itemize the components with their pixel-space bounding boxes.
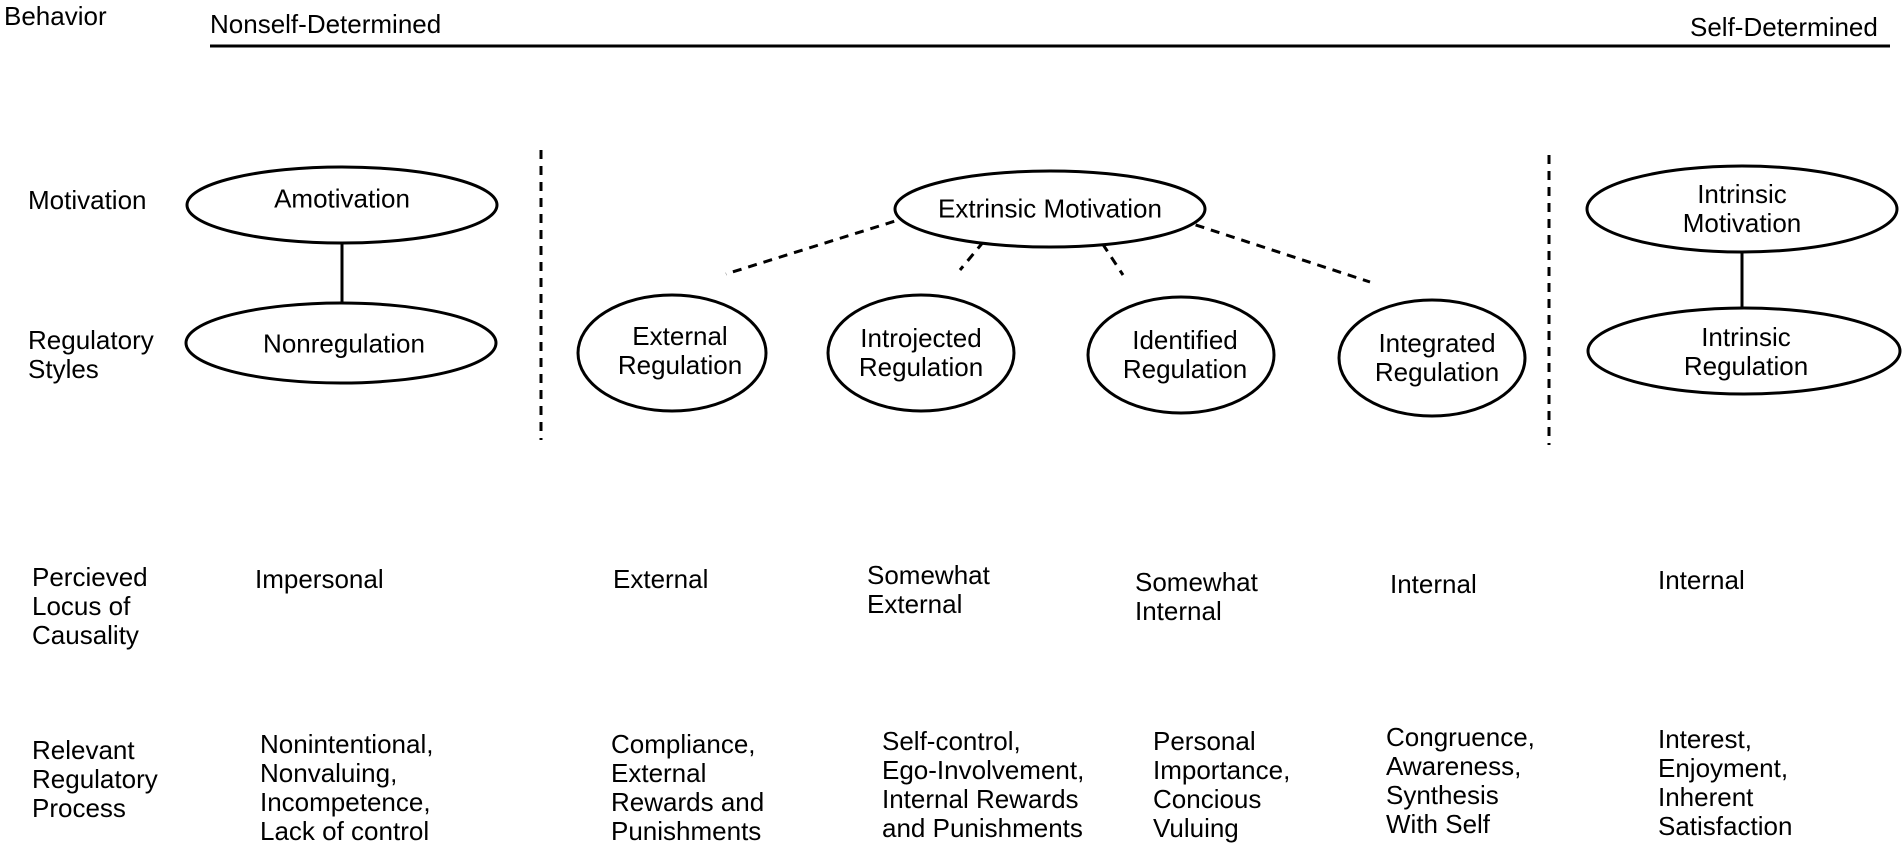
process-identified: Personal Importance, Concious Vuluing — [1153, 726, 1291, 843]
locus-impersonal: Impersonal — [255, 564, 384, 594]
row-label-process: Relevant Regulatory Process — [32, 735, 158, 823]
row-label-locus: Percieved Locus of Causality — [32, 562, 148, 650]
locus-internal-integrated: Internal — [1390, 569, 1477, 599]
extrinsic-motivation-label: Extrinsic Motivation — [938, 193, 1162, 224]
locus-internal-intrinsic: Internal — [1658, 565, 1745, 595]
continuum-right-label: Self-Determined — [1690, 12, 1878, 42]
node-amotivation — [185, 165, 499, 245]
behavior-label: Behavior — [4, 1, 107, 31]
process-amotivation: Nonintentional, Nonvaluing, Incompetence… — [260, 729, 434, 846]
locus-somewhat-internal: Somewhat Internal — [1135, 567, 1258, 626]
integrated-regulation-label: Integrated Regulation — [1374, 328, 1500, 387]
locus-external: External — [613, 564, 709, 594]
node-nonregulation — [184, 301, 498, 385]
row-label-motivation: Motivation — [28, 185, 147, 215]
identified-regulation-label: Identified Regulation — [1122, 325, 1248, 384]
node-external-regulation — [576, 293, 768, 413]
node-extrinsic-motivation — [893, 169, 1207, 249]
process-intrinsic: Interest, Enjoyment, Inherent Satisfacti… — [1658, 724, 1793, 841]
node-intrinsic-regulation — [1586, 306, 1902, 396]
continuum-left-label: Nonself-Determined — [210, 9, 442, 39]
intrinsic-motivation-label: Intrinsic Motivation — [1682, 179, 1802, 238]
node-integrated-regulation — [1337, 298, 1527, 418]
process-integrated: Congruence, Awareness, Synthesis With Se… — [1386, 722, 1535, 839]
locus-somewhat-external: Somewhat External — [867, 560, 990, 619]
nonregulation-label: Nonregulation — [263, 328, 425, 359]
amotivation-label: Amotivation — [274, 183, 410, 214]
introjected-regulation-label: Introjected Regulation — [858, 323, 984, 382]
process-external: Compliance, External Rewards and Punishm… — [611, 729, 765, 846]
node-intrinsic-motivation — [1585, 164, 1899, 254]
node-identified-regulation — [1086, 295, 1276, 415]
process-introjected: Self-control, Ego-Involvement, Internal … — [882, 726, 1085, 843]
external-regulation-label: External Regulation — [617, 321, 743, 380]
intrinsic-regulation-label: Intrinsic Regulation — [1683, 322, 1809, 381]
row-label-regulatory-styles: Regulatory Styles — [28, 325, 154, 384]
node-introjected-regulation — [826, 293, 1016, 413]
